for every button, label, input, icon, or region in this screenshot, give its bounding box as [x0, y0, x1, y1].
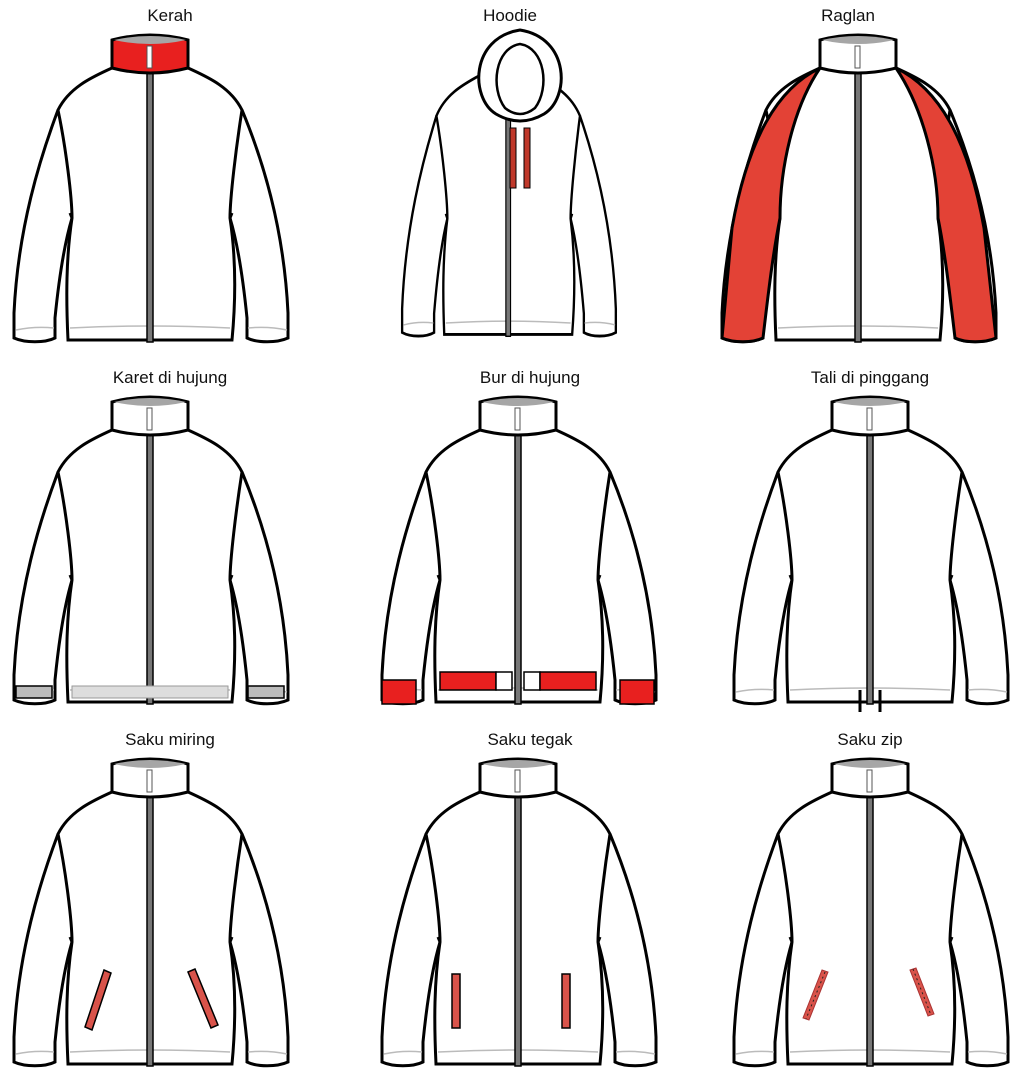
jacket-label: Saku zip: [837, 730, 903, 749]
jacket-label: Saku miring: [125, 730, 215, 749]
jacket-illustration-raglan: [720, 33, 998, 344]
left-pocket: [84, 968, 112, 1032]
jacket-illustration-zip-pockets: [732, 757, 1010, 1068]
jacket-illustration-waist-drawstring: [732, 395, 1010, 712]
jacket-illustration-collar: [12, 33, 290, 344]
jacket-card-hoodie: Hoodie: [340, 0, 680, 350]
jacket-label: Raglan: [821, 6, 875, 25]
jacket-card-saku-tegak: Saku tegak: [360, 724, 700, 1074]
jacket-card-saku-zip: Saku zip: [700, 724, 1018, 1074]
jacket-card-kerah: Kerah: [0, 0, 340, 350]
jacket-illustration-slanted-pockets: [12, 757, 290, 1068]
jacket-label: Kerah: [147, 6, 193, 25]
jacket-card-saku-miring: Saku miring: [0, 724, 340, 1074]
jacket-label: Hoodie: [483, 6, 537, 25]
jacket-illustration-rib-cuffs: [380, 395, 658, 706]
jacket-illustration-elastic-cuffs: [12, 395, 290, 706]
jacket-card-bur-di-hujung: Bur di hujung: [360, 362, 700, 712]
jacket-label: Tali di pinggang: [810, 368, 930, 387]
jacket-illustration-hoodie: [400, 28, 618, 338]
jacket-card-tali-di-pinggang: Tali di pinggang: [700, 362, 1018, 712]
jacket-label: Saku tegak: [487, 730, 573, 749]
jacket-illustration-vertical-pockets: [380, 757, 658, 1068]
jacket-card-karet-di-hujung: Karet di hujung: [0, 362, 340, 712]
jacket-label: Bur di hujung: [479, 368, 581, 387]
jacket-label: Karet di hujung: [112, 368, 228, 387]
right-pocket: [187, 968, 219, 1029]
jacket-card-raglan: Raglan: [678, 0, 1018, 350]
